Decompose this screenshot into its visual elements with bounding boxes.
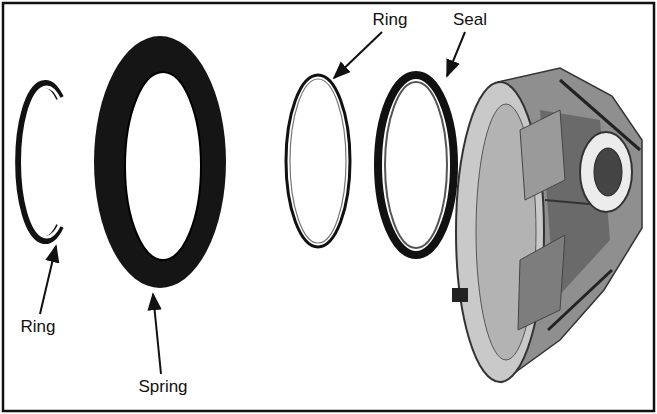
snap-ring xyxy=(19,84,60,240)
leader-arrow xyxy=(334,32,382,78)
leader-arrow xyxy=(153,294,161,374)
thin-ring xyxy=(286,75,350,247)
spring-washer xyxy=(94,36,226,288)
leader-arrow xyxy=(447,32,465,76)
seal xyxy=(378,75,454,255)
part-name: Spring xyxy=(138,378,187,397)
frame xyxy=(3,3,654,411)
leader-arrow xyxy=(40,246,56,314)
part-name: Ring xyxy=(21,318,56,337)
part-name: Ring xyxy=(373,11,408,30)
part-name: Seal xyxy=(453,11,487,30)
piston-housing xyxy=(452,68,642,382)
